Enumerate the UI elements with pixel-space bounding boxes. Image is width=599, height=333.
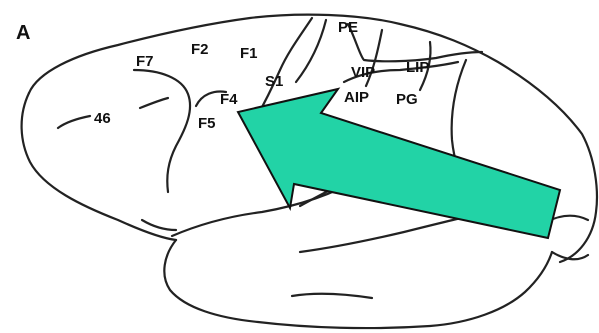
- occipital-outline: [552, 252, 588, 259]
- label-vip: VIP: [351, 64, 375, 81]
- label-aip: AIP: [344, 89, 369, 106]
- label-f4: F4: [220, 91, 238, 108]
- label-f1: F1: [240, 45, 258, 62]
- label-pg: PG: [396, 91, 418, 108]
- arrow-to-f4-f5: [238, 89, 560, 238]
- temporal-lobe-outline: [164, 240, 552, 328]
- principal-sulcus-end: [140, 98, 168, 108]
- label-pe: PE: [338, 19, 358, 36]
- temporal-sulcus-bottom: [292, 294, 372, 298]
- label-s1: S1: [265, 73, 283, 90]
- label-f5: F5: [198, 115, 216, 132]
- frontal-small-sulcus: [142, 220, 176, 230]
- label-f7: F7: [136, 53, 154, 70]
- principal-sulcus: [58, 116, 90, 128]
- intraparietal-sulcus: [348, 24, 482, 61]
- postcentral-sulcus: [296, 20, 326, 82]
- arcuate-sulcus: [134, 70, 190, 192]
- label-lip: LIP: [406, 59, 429, 76]
- panel-letter: A: [16, 22, 30, 44]
- label-f2: F2: [191, 41, 209, 58]
- label-area-46: 46: [94, 110, 111, 127]
- temporal-sulcus-lower: [300, 216, 470, 252]
